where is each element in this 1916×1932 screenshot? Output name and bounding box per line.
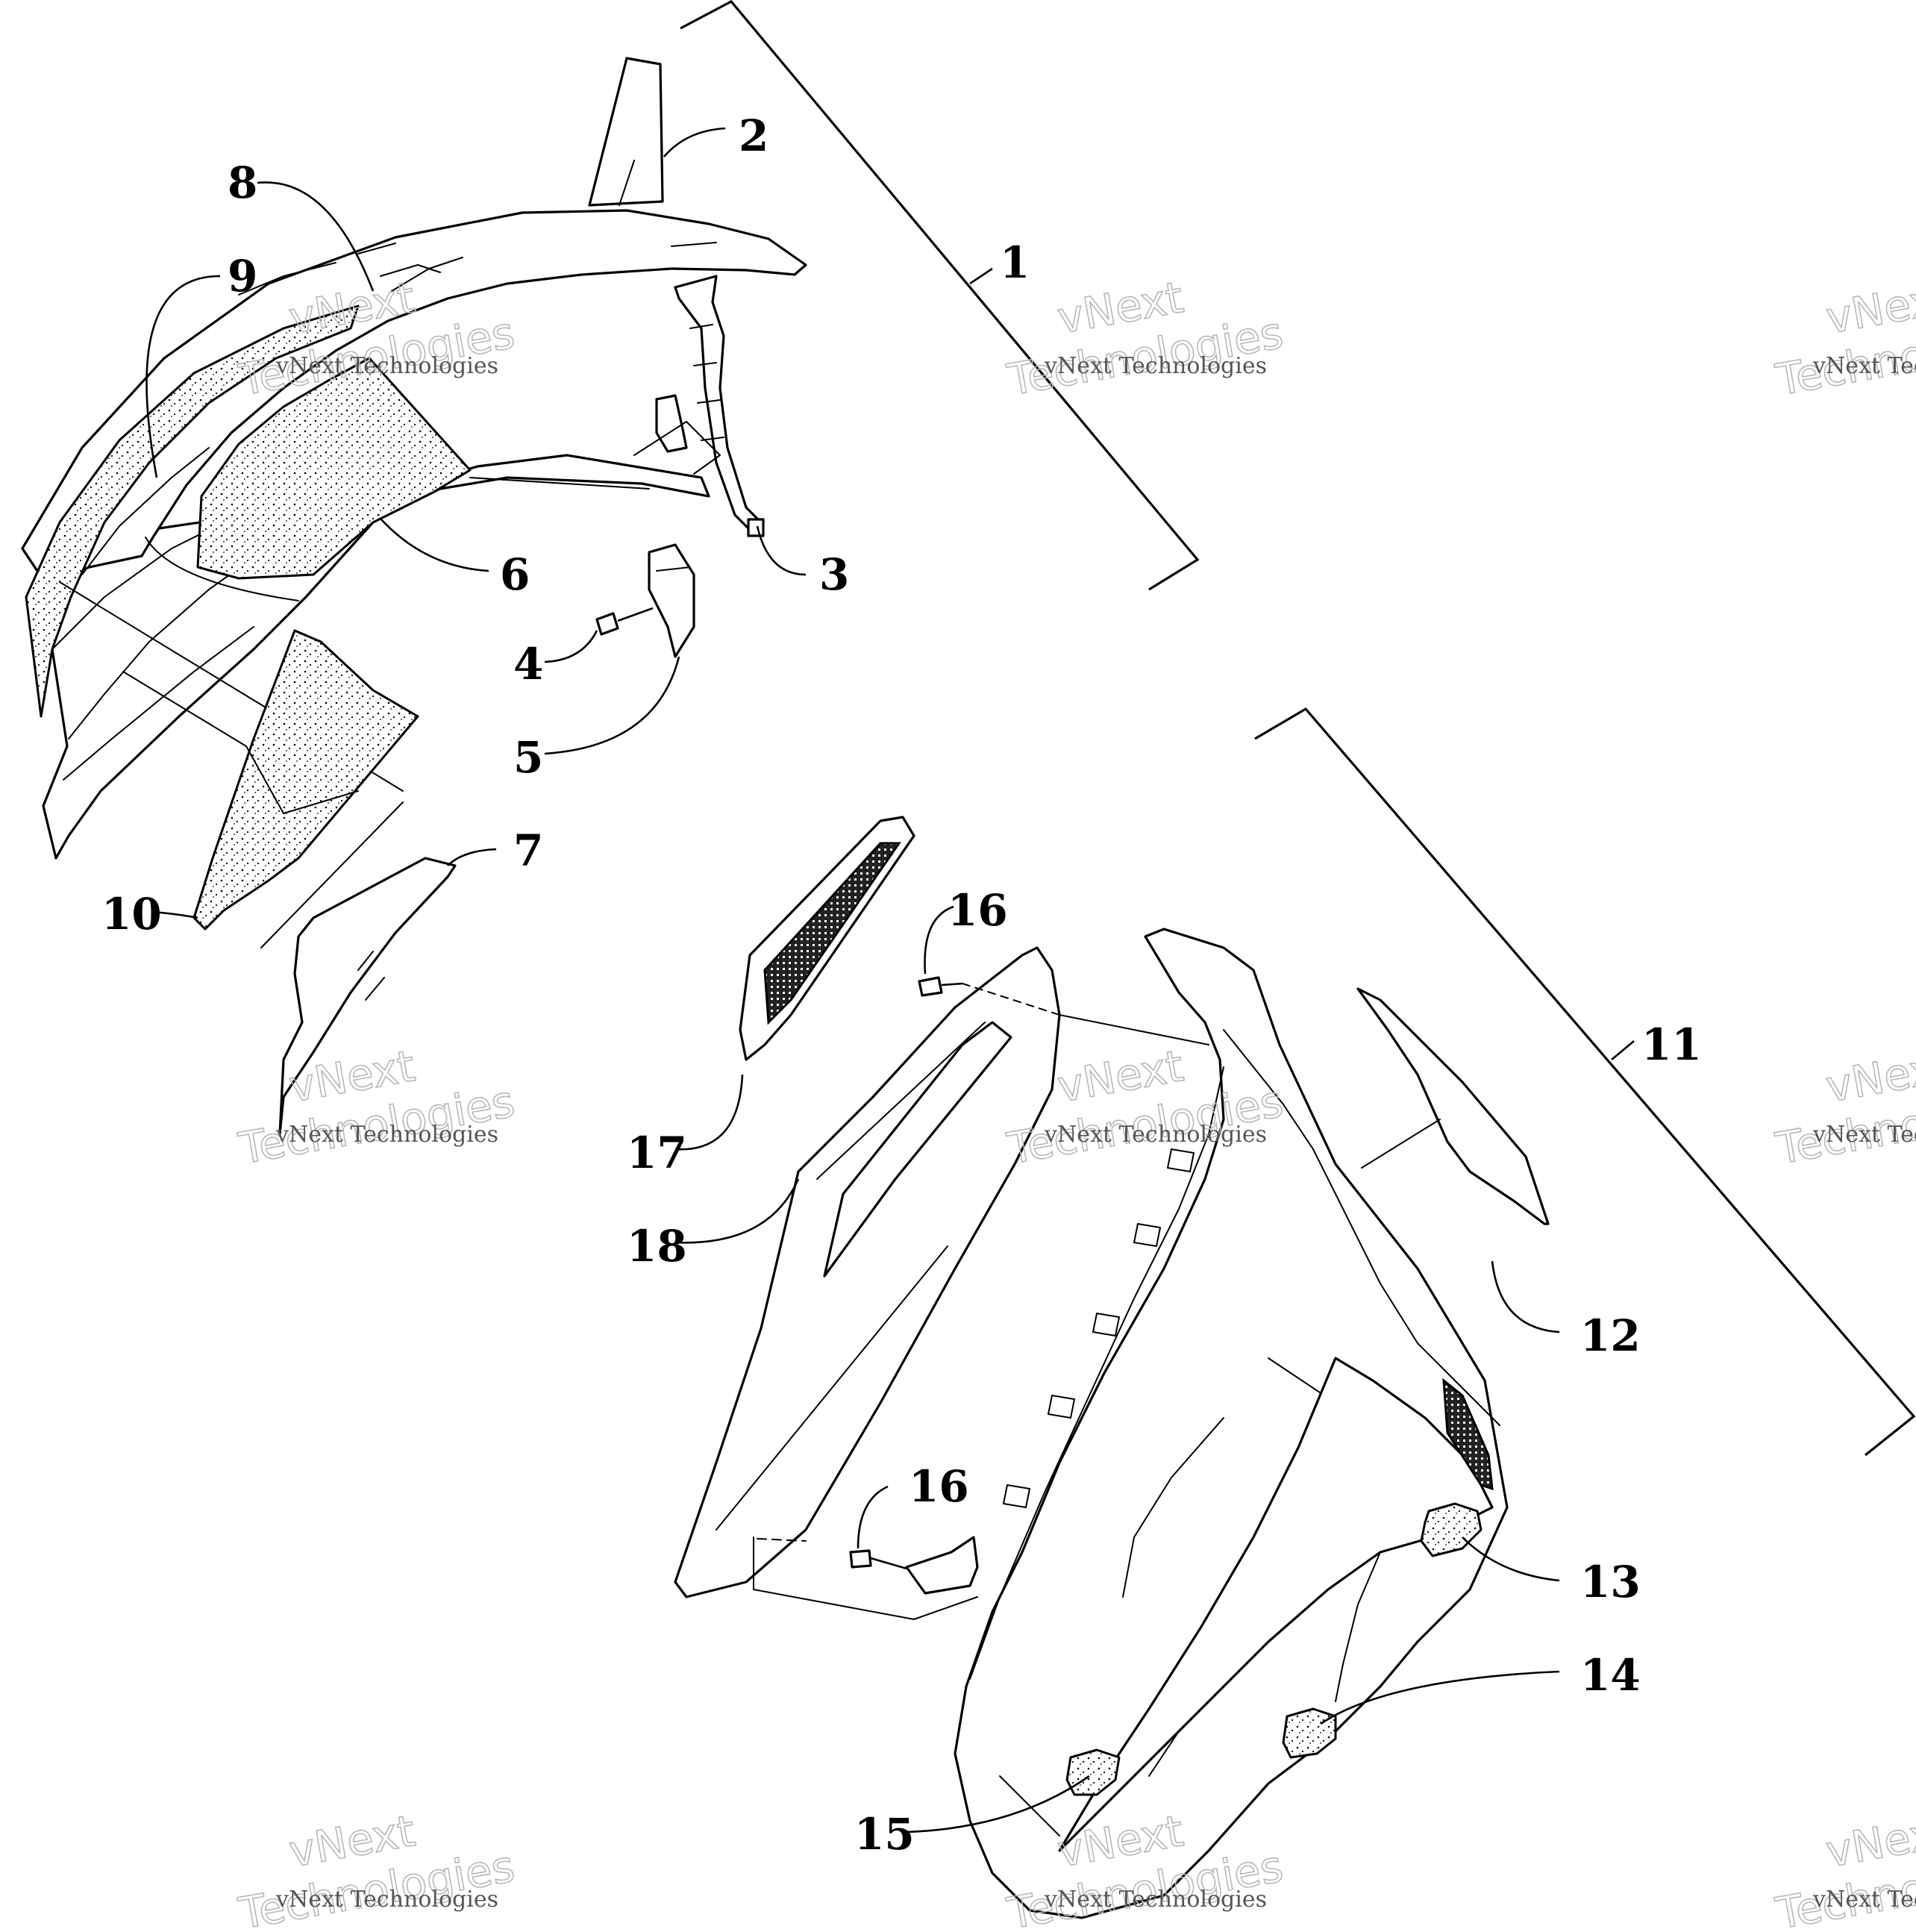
watermark-3: vNext Technologies vNext Technologies [1771, 271, 1916, 406]
callout-18: 18 [627, 1221, 687, 1272]
callout-1: 1 [1000, 237, 1030, 288]
part-nose-vent [1442, 1378, 1494, 1491]
part-3-clip [747, 518, 765, 537]
callout-labels: 2 1 8 9 6 3 4 5 7 10 16 11 17 18 12 16 1… [101, 110, 1702, 1860]
part-16-screw-top [918, 976, 943, 997]
callout-4: 4 [513, 639, 543, 690]
watermark-2: vNext Technologies vNext Technologies [1003, 271, 1287, 406]
part-18-vent-opening [823, 1021, 1012, 1278]
part-2-windshield [588, 57, 664, 207]
part-16-clip [905, 1536, 979, 1595]
part-17-grille-mesh [763, 842, 901, 1025]
callout-16-top: 16 [948, 885, 1008, 936]
callout-8: 8 [228, 157, 257, 208]
svg-text:vNext Technologies: vNext Technologies [1044, 1886, 1267, 1913]
bracket-assembly-1 [680, 0, 1200, 591]
svg-text:vNext Technologies: vNext Technologies [1044, 353, 1267, 379]
watermark-4: vNext Technologies vNext Technologies [234, 1040, 519, 1175]
leader-lines [145, 127, 1635, 1833]
callout-15: 15 [854, 1809, 915, 1860]
svg-text:vNext Technologies: vNext Technologies [1044, 1122, 1267, 1148]
callout-9: 9 [228, 251, 257, 301]
part-13-foam-pad [1420, 1502, 1483, 1557]
part-6-foam-panel [196, 357, 472, 580]
callout-12: 12 [1580, 1310, 1641, 1361]
part-12-decal [1356, 987, 1550, 1225]
svg-text:vNext Technologies: vNext Technologies [1812, 1122, 1916, 1148]
callout-5: 5 [513, 732, 543, 783]
part-5-bracket [648, 543, 695, 658]
lower-assembly [674, 707, 1916, 1919]
callout-13: 13 [1580, 1557, 1641, 1607]
svg-text:vNext Technologies: vNext Technologies [1812, 353, 1916, 379]
callout-6: 6 [500, 549, 530, 600]
svg-text:vNext Technologies: vNext Technologies [275, 1886, 498, 1913]
part-18-side-panel [674, 946, 1061, 1598]
part-14-foam-pad [1282, 1707, 1337, 1759]
callout-16-bottom: 16 [909, 1461, 969, 1512]
part-9-seal-strip [25, 304, 360, 718]
callout-7: 7 [513, 825, 543, 876]
svg-text:vNext Technologies: vNext Technologies [1812, 1886, 1916, 1913]
part-lower-nose-shell [954, 928, 1509, 1919]
part-4-screw [595, 612, 619, 636]
svg-text:vNext Technologies: vNext Technologies [275, 1122, 498, 1148]
part-15-foam-pad [1065, 1748, 1121, 1796]
bracket-assembly-11 [1254, 707, 1916, 1457]
part-16-screw-bottom [849, 1549, 872, 1569]
callout-11: 11 [1641, 1019, 1702, 1070]
part-7-lens [278, 857, 457, 1136]
part-10-foam [192, 629, 419, 931]
watermark-9: vNext Technologies vNext Technologies [1771, 1804, 1916, 1932]
callout-3: 3 [819, 549, 849, 600]
watermark-6: vNext Technologies vNext Technologies [1771, 1040, 1916, 1175]
callout-2: 2 [739, 110, 768, 161]
watermark-7: vNext Technologies vNext Technologies [234, 1804, 519, 1932]
callout-10: 10 [101, 889, 162, 940]
callout-17: 17 [627, 1128, 687, 1178]
svg-text:vNext Technologies: vNext Technologies [275, 353, 498, 379]
upper-assembly [21, 0, 1200, 1136]
callout-14: 14 [1580, 1650, 1641, 1701]
